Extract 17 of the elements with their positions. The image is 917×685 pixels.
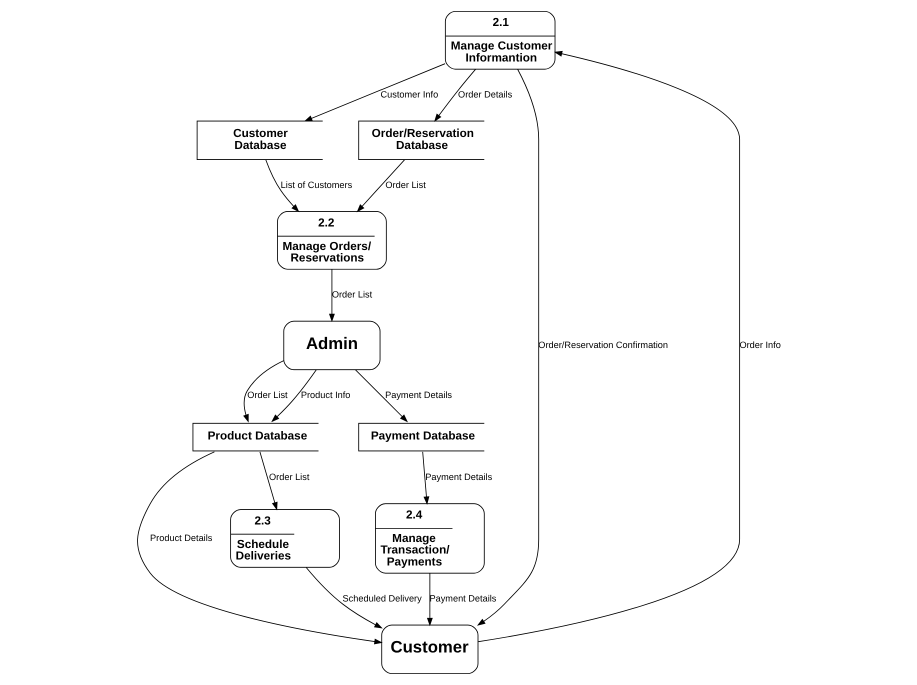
node-text: Order/Reservation Database: [371, 127, 474, 152]
edge-label: Product Info: [300, 390, 350, 400]
edge-label: Order/Reservation Confirmation: [538, 340, 668, 350]
node-text: Product Database: [207, 429, 307, 442]
node-text: Customer Database: [232, 127, 288, 152]
edge-label: Product Details: [150, 532, 212, 543]
edge-label: Order List: [268, 472, 309, 482]
edge-label: Order Info: [738, 340, 780, 350]
edge-label: Payment Details: [424, 472, 492, 482]
edge-label: Payment Details: [384, 390, 452, 400]
edge-label: Customer Info: [380, 89, 438, 100]
edge-label: Order Details: [458, 89, 512, 100]
edge-label: List of Customers: [280, 180, 352, 190]
edge-label: Order List: [246, 390, 288, 400]
edge-label: Order List: [384, 180, 426, 190]
node-text: Payment Database: [370, 429, 475, 442]
edge-label: Scheduled Delivery: [342, 593, 422, 604]
